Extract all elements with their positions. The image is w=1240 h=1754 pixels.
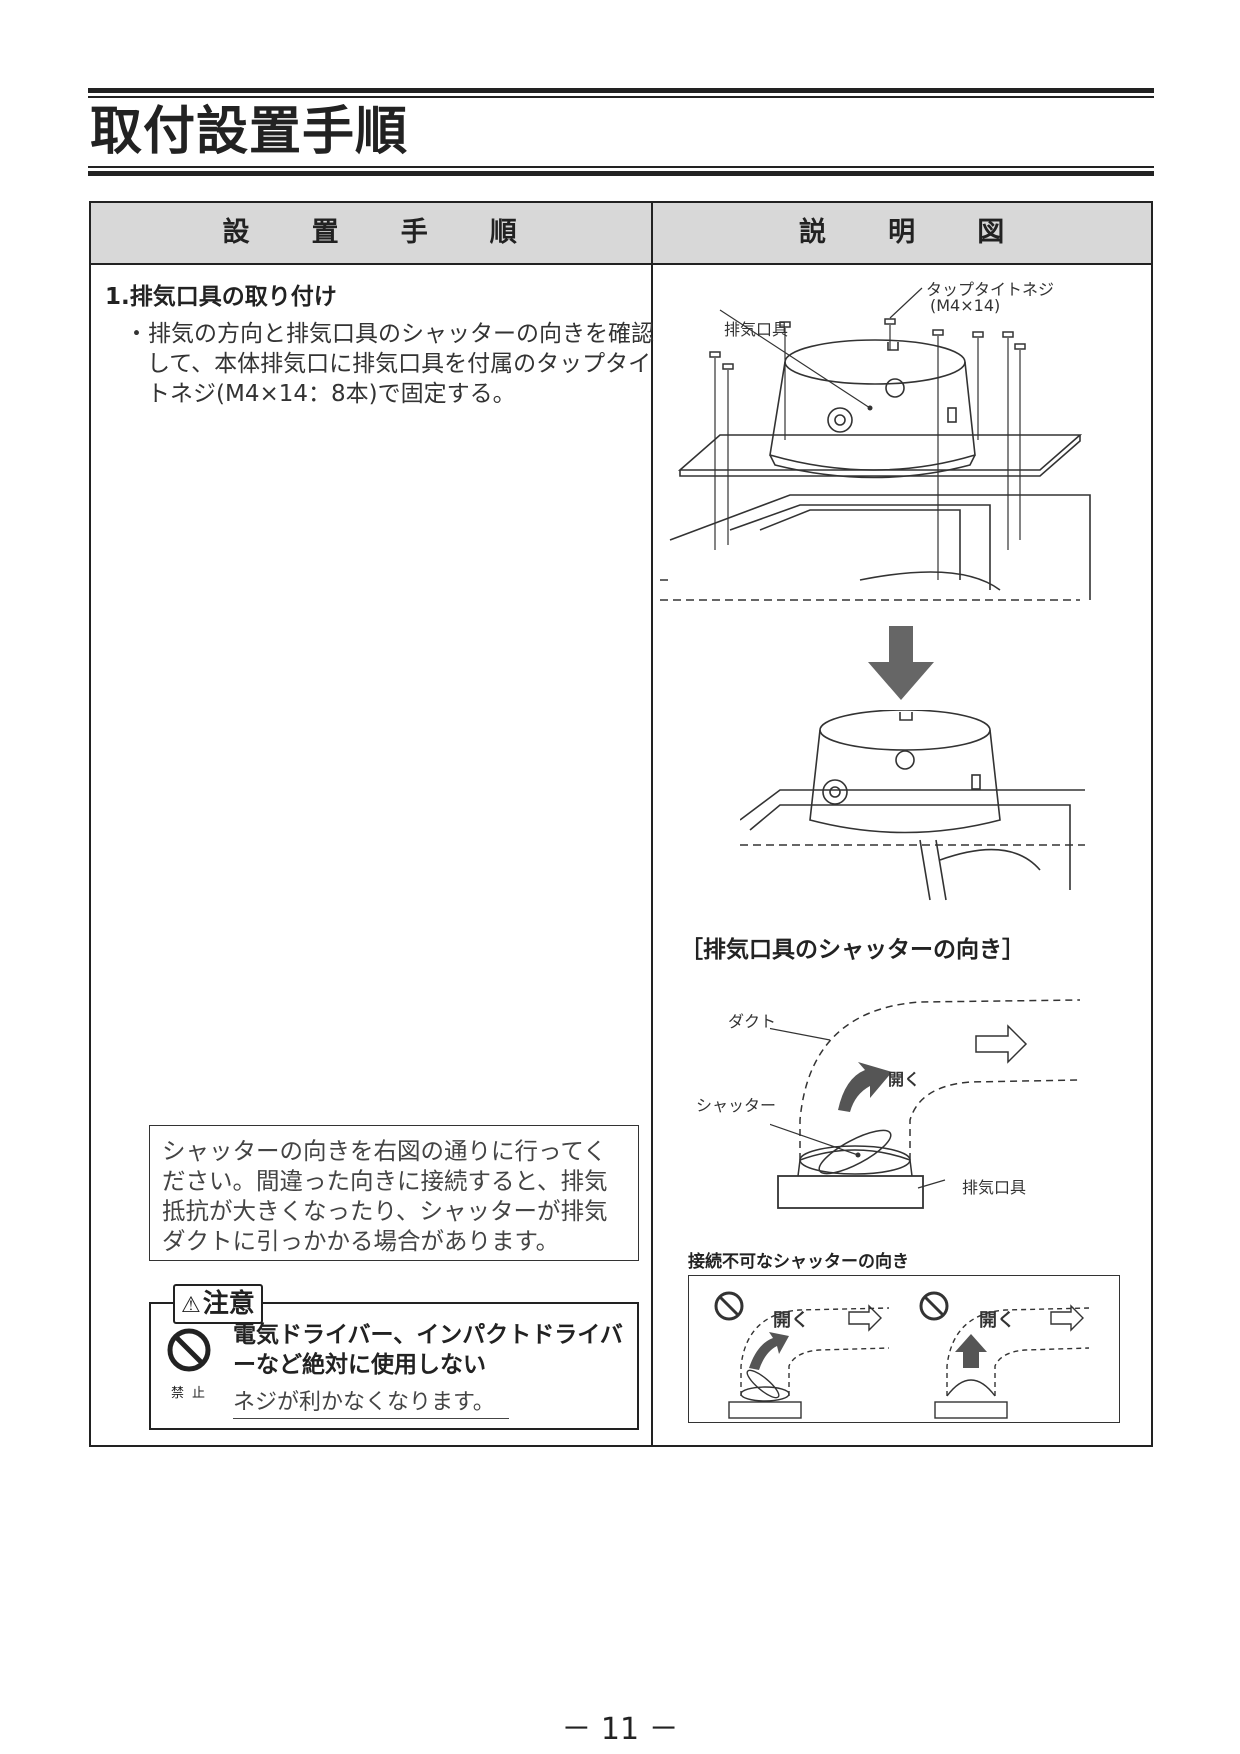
caution-box: ⚠注意 禁止 電気ドライバー、インパクトドライバーなど絶対に使用しない ネジが利… — [149, 1284, 639, 1430]
title-top-rule-thin — [88, 96, 1154, 98]
invalid-orientation-diagrams — [714, 1291, 1090, 1419]
open-label-invalid-2: 開く — [979, 1310, 1015, 1331]
step-instruction: ・排気の方向と排気口具のシャッターの向きを確認して、本体排気口に排気口具を付属の… — [125, 321, 654, 407]
shutter-note: シャッターの向きを右図の通りに行ってください。間違った向きに接続すると、排気抵抗… — [149, 1125, 639, 1261]
caution-tag: ⚠注意 — [173, 1284, 263, 1324]
shutter-label: シャッター — [696, 1096, 777, 1115]
duct-label: ダクト — [728, 1012, 777, 1031]
column-divider — [651, 203, 653, 1445]
caution-reason: ネジが利かなくなります。 — [233, 1384, 509, 1419]
table-header — [91, 203, 1151, 265]
figure-shutter-orientation — [770, 999, 1081, 1209]
open-label-invalid-1: 開く — [773, 1310, 809, 1331]
warning-triangle-icon: ⚠ — [181, 1293, 201, 1318]
prohibited-label: 禁止 — [170, 1386, 213, 1401]
figure-outlet-exploded — [660, 287, 1091, 601]
open-label: 開く — [888, 1070, 921, 1089]
shutter-orientation-title: ［排気口具のシャッターの向き］ — [680, 937, 1025, 963]
caution-warning: 電気ドライバー、インパクトドライバーなど絶対に使用しない — [233, 1322, 623, 1378]
prohibited-icon — [167, 1328, 211, 1372]
outlet-label-bottom: 排気口具 — [962, 1178, 1027, 1197]
screw-label: タップタイトネジ — [926, 280, 1055, 299]
page-title: 取付設置手順 — [90, 102, 409, 162]
page-number: － 11 － — [561, 1712, 679, 1747]
step-title: 1.排気口具の取り付け — [105, 284, 337, 310]
figure-outlet-installed — [740, 710, 1085, 901]
outlet-label-top: 排気口具 — [724, 320, 789, 339]
invalid-orientation-title: 接続不可なシャッターの向き — [688, 1252, 909, 1272]
header-procedure: 設 置 手 順 — [222, 217, 520, 248]
invalid-orientation-box: 開く 開く — [688, 1275, 1120, 1423]
down-arrow-icon — [868, 626, 934, 700]
title-bottom-rule — [88, 171, 1154, 176]
title-top-rule — [88, 88, 1154, 93]
header-illustration: 説 明 図 — [799, 217, 1007, 248]
procedure-table: 設 置 手 順 説 明 図 1.排気口具の取り付け ・排気の方向と排気口具のシャ… — [89, 201, 1153, 1447]
title-bottom-rule-thin — [88, 166, 1154, 168]
screw-spec: (M4×14) — [930, 296, 1001, 315]
